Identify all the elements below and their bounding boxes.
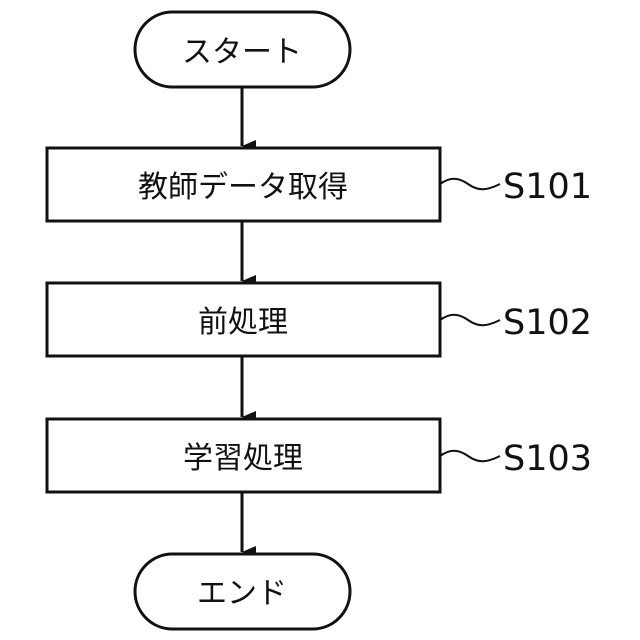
leader-line-step-1 — [440, 179, 500, 190]
leader-line-step-3 — [440, 451, 500, 462]
step-1-label: 教師データ取得 — [138, 170, 348, 205]
step-3-label: 学習処理 — [183, 441, 303, 476]
step-2-ref: S102 — [503, 303, 592, 343]
start-label: スタート — [182, 35, 302, 70]
step-2-label: 前処理 — [198, 305, 288, 340]
step-3-ref: S103 — [503, 439, 592, 479]
step-1-ref: S101 — [503, 167, 592, 207]
end-label: エンド — [197, 576, 287, 611]
leader-line-step-2 — [440, 315, 500, 326]
